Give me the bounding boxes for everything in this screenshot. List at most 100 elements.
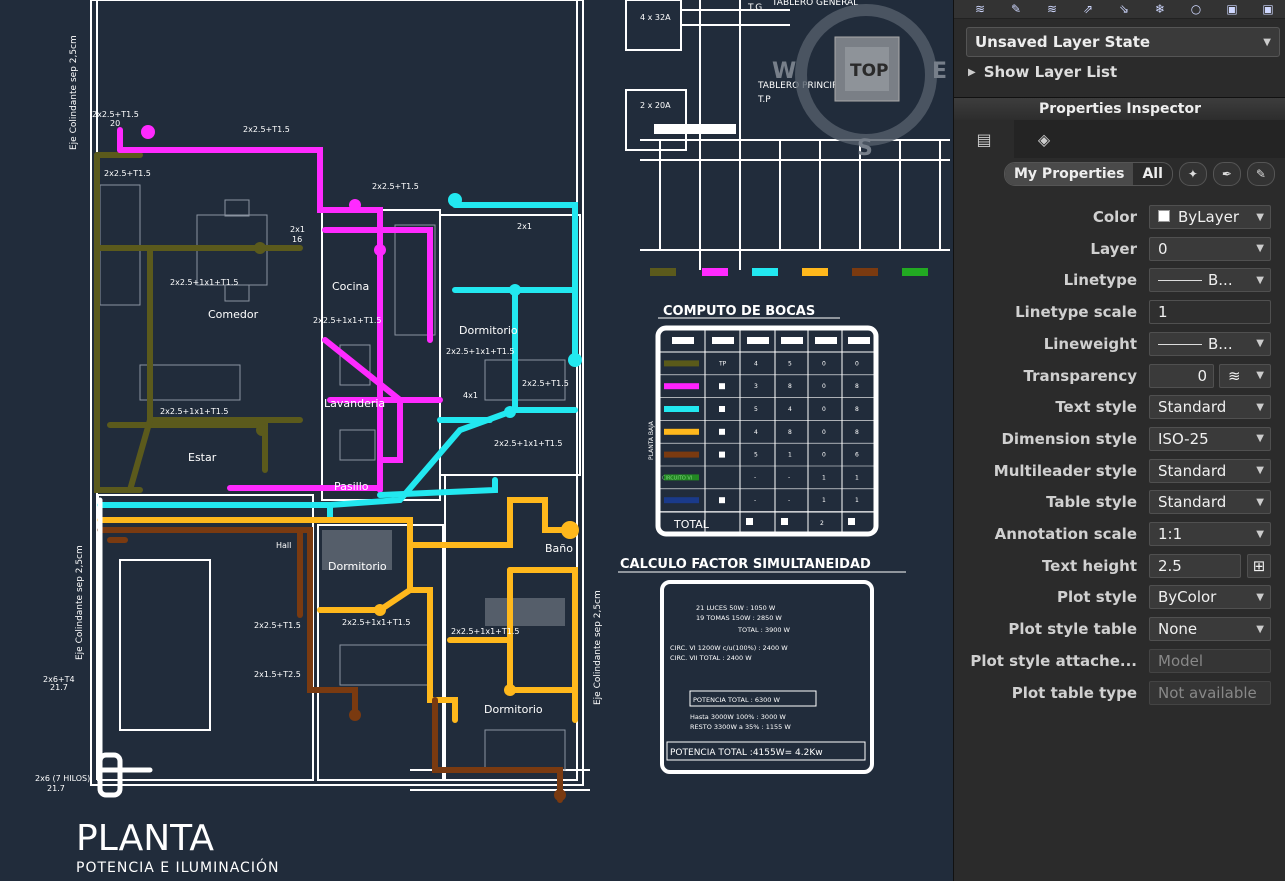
circuit-magenta xyxy=(117,127,443,493)
room-label: Comedor xyxy=(208,308,259,321)
layer-iso-icon[interactable]: ⇗ xyxy=(1082,2,1094,16)
layer-field[interactable]: 0▼ xyxy=(1149,236,1271,261)
chevron-down-icon: ▼ xyxy=(1256,465,1264,477)
lock-icon[interactable]: ▣ xyxy=(1226,2,1238,16)
breaker-label: 2 x 20A xyxy=(640,101,671,110)
chevron-down-icon: ▼ xyxy=(1256,274,1264,286)
calculo-line: CIRC. VII TOTAL : 2400 W xyxy=(670,654,752,662)
computo-cell: 5 xyxy=(754,406,758,413)
text-style-field[interactable]: Standard▼ xyxy=(1149,395,1271,420)
lineweight-field[interactable]: B...▼ xyxy=(1149,331,1271,356)
off-icon[interactable]: ○ xyxy=(1190,2,1202,16)
calculo-line: POTENCIA TOTAL : 6300 W xyxy=(693,696,780,704)
outlet-dots xyxy=(141,125,582,801)
computo-row-swatch xyxy=(664,474,699,481)
edit-icon[interactable]: ✎ xyxy=(1246,162,1275,186)
linetype-scale-field[interactable]: 1 xyxy=(1149,300,1271,325)
property-label: Text style xyxy=(1055,398,1137,417)
layers-tab-icon[interactable]: ◈ xyxy=(1037,129,1051,149)
text-height-pick-icon[interactable]: ⊞ xyxy=(1247,553,1271,578)
computo-cell-mark xyxy=(719,428,725,435)
freeze-icon[interactable]: ❄ xyxy=(1154,2,1166,16)
computo-cell: 8 xyxy=(855,429,859,436)
calculo-line: 19 TOMAS 150W : 2850 W xyxy=(696,614,782,622)
transparency-field[interactable]: 0 xyxy=(1149,363,1214,388)
plot-style-field[interactable]: ByColor▼ xyxy=(1149,585,1271,610)
viewcube-south[interactable]: S xyxy=(857,136,873,161)
computo-header-marks xyxy=(672,337,870,344)
plot-style-attache-field: Model xyxy=(1149,648,1271,673)
text-height-field[interactable]: 2.5 xyxy=(1149,553,1241,578)
color-field[interactable]: ByLayer▼ xyxy=(1149,205,1271,229)
properties-tab-icon[interactable]: ▤ xyxy=(954,120,1014,158)
computo-cell: 1 xyxy=(855,497,859,504)
wire-label: 21.7 xyxy=(50,683,68,692)
all-properties-toggle[interactable]: All xyxy=(1142,166,1163,182)
layer-match-icon[interactable]: ✎ xyxy=(1010,2,1022,16)
room-label: Estar xyxy=(188,451,217,464)
wire-label: 2x2.5+T1.5 xyxy=(522,379,569,388)
annotation-scale-field[interactable]: 1:1▼ xyxy=(1149,522,1271,546)
drawing-title: PLANTA xyxy=(76,818,214,859)
room-label: Baño xyxy=(545,542,573,555)
computo-row-swatch xyxy=(664,406,699,412)
show-layer-list[interactable]: ▶ Show Layer List xyxy=(968,63,1285,81)
viewcube-top[interactable]: TOP xyxy=(850,61,889,81)
wire-label: 20 xyxy=(110,119,120,128)
wire-label: 2x6+T4 xyxy=(43,675,75,684)
wire-label: 4x1 xyxy=(463,391,478,400)
chevron-down-icon: ▼ xyxy=(1256,496,1264,508)
computo-cell: 8 xyxy=(788,429,792,436)
chevron-down-icon: ▼ xyxy=(1263,36,1271,48)
wire-label: 2x2.5+T1.5 xyxy=(254,621,301,630)
computo-cell: TP xyxy=(718,360,727,367)
circuit-brown xyxy=(97,527,563,803)
computo-cell: 5 xyxy=(788,360,792,367)
pick-icon[interactable]: ✒ xyxy=(1212,162,1241,186)
layer-state-dropdown[interactable]: Unsaved Layer State ▼ xyxy=(966,27,1280,57)
circuit-olive xyxy=(94,152,303,493)
layer-uniso-icon[interactable]: ⇘ xyxy=(1118,2,1130,16)
computo-cell: 0 xyxy=(822,429,826,436)
viewcube-west[interactable]: W xyxy=(772,59,796,84)
computo-side-label: PLANTA BAJA xyxy=(648,420,655,460)
plot-style-table-field[interactable]: None▼ xyxy=(1149,617,1271,642)
viewcube[interactable]: TOP W E S xyxy=(772,4,947,161)
property-value: 0 xyxy=(1197,366,1207,385)
floor-plan-drawing[interactable]: Comedor Cocina Dormitorio Lavanderia Est… xyxy=(0,0,953,881)
drawing-subtitle: POTENCIA E ILUMINACIÓN xyxy=(76,858,279,876)
chevron-down-icon: ▼ xyxy=(1256,401,1264,413)
computo-row-swatch xyxy=(664,428,699,435)
property-label: Lineweight xyxy=(1043,334,1137,353)
drawing-canvas[interactable]: Comedor Cocina Dormitorio Lavanderia Est… xyxy=(0,0,953,881)
my-properties-toggle[interactable]: My Properties xyxy=(1005,163,1134,185)
property-label: Linetype scale xyxy=(1015,303,1137,322)
layer-icon[interactable]: ≋ xyxy=(974,2,986,16)
panel-label: TABLERO GENERAL xyxy=(771,0,858,8)
layer-prev-icon[interactable]: ≋ xyxy=(1046,2,1058,16)
wire-label: 2x2.5+1x1+T1.5 xyxy=(342,618,410,627)
property-label: Plot style xyxy=(1056,588,1137,607)
computo-cell: 8 xyxy=(855,406,859,413)
transparency-mode-dropdown[interactable]: ≋▼ xyxy=(1219,363,1271,388)
linetype-field[interactable]: B...▼ xyxy=(1149,268,1271,293)
computo-cell: CIRCUITO VI xyxy=(662,475,692,481)
property-value: Not available xyxy=(1158,683,1257,702)
dimension-style-field[interactable]: ISO-25▼ xyxy=(1149,426,1271,451)
wall-label-left: Eje Colindante sep 2,5cm xyxy=(69,35,79,150)
wire-label: 2x2.5+1x1+T1.5 xyxy=(451,627,519,636)
wire-label: 2x1 xyxy=(290,225,305,234)
viewcube-east[interactable]: E xyxy=(932,59,947,84)
properties-segmented-control: My Properties All xyxy=(1004,162,1173,186)
wall-label-right: Eje Colindante sep 2,5cm xyxy=(593,590,603,705)
table-style-field[interactable]: Standard▼ xyxy=(1149,490,1271,515)
quick-select-icon[interactable]: ✦ xyxy=(1178,162,1207,186)
multileader-style-field[interactable]: Standard▼ xyxy=(1149,458,1271,483)
property-row: Linetype scale 1 xyxy=(954,297,1285,327)
lock2-icon[interactable]: ▣ xyxy=(1262,2,1274,16)
property-row: Plot style attache...Model xyxy=(954,646,1285,676)
property-value: B... xyxy=(1208,334,1233,353)
